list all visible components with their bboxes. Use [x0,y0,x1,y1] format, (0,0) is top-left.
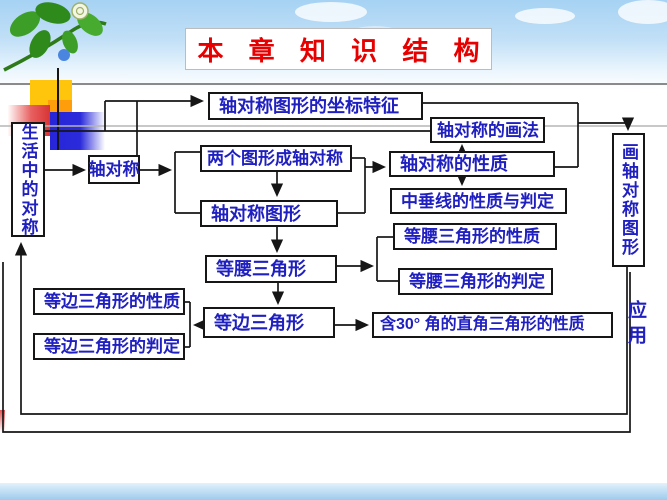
node-isosceles-properties: 等腰三角形的性质 [393,223,557,250]
template-divider-line [0,83,667,85]
node-axial-symmetry-properties: 轴对称的性质 [389,151,555,177]
node-perpendicular-bisector: 中垂线的性质与判定 [390,188,567,214]
node-30-degree-right-triangle-properties: 含30° 角的直角三角形的性质 [372,312,613,338]
node-equilateral-determination: 等边三角形的判定 [33,333,185,360]
bottom-blue-strip [0,483,667,500]
deco-vertical-bar [57,68,59,150]
node-equilateral-properties: 等边三角形的性质 [33,288,185,315]
cloud-shape [515,8,575,24]
node-symmetry-in-life: 生活中的对称 [11,122,45,237]
cloud-shape [295,2,367,22]
node-draw-axially-symmetric-figures: 画轴对称图形 [612,133,645,267]
node-isosceles-triangle: 等腰三角形 [205,255,337,283]
deco-square-orange [48,100,72,113]
label-application: 应用 [625,300,646,350]
cloud-shape [618,0,667,24]
node-drawing-method: 轴对称的画法 [430,117,545,143]
node-isosceles-determination: 等腰三角形的判定 [398,268,553,295]
node-two-figures-axial-symmetry: 两个图形成轴对称 [200,145,352,172]
node-equilateral-triangle: 等边三角形 [203,307,335,338]
plant-decoration-icon [3,2,107,72]
node-axially-symmetric-figure: 轴对称图形 [200,200,338,227]
node-coordinate-features: 轴对称图形的坐标特征 [208,92,423,120]
page-title: 本 章 知 识 结 构 [197,35,489,66]
node-axial-symmetry: 轴对称 [88,155,140,184]
title-box: 本 章 知 识 结 构 [185,28,492,70]
